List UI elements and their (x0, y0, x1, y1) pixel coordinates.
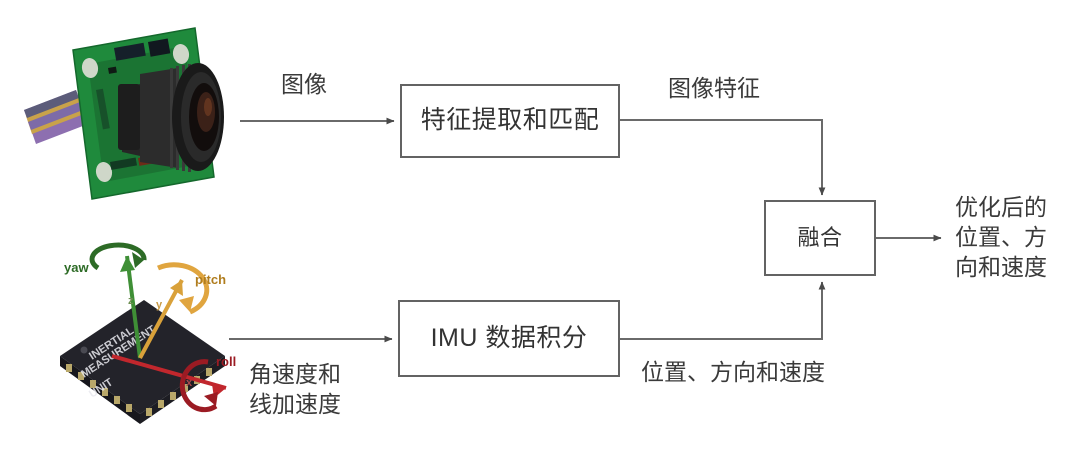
ribbon-cable-icon (24, 90, 88, 144)
edge-label-pose-velocity: 位置、方向和速度 (641, 359, 825, 385)
imu-axis-label-z: z (128, 295, 134, 307)
edge-label-imu-input: 角速度和 线加速度 (249, 361, 341, 417)
camera-module-image (18, 12, 233, 212)
edge-feature-to-fusion (620, 119, 826, 196)
process-box-imu-integration[interactable]: IMU 数据积分 (398, 300, 620, 377)
imu-axis-label-pitch: pitch (195, 272, 226, 287)
imu-axis-yaw-icon (89, 242, 147, 359)
edge-label-image: 图像 (281, 71, 327, 97)
imu-axis-label-roll: roll (216, 354, 236, 369)
imu-axis-label-y: y (156, 299, 163, 311)
process-box-feature-extraction[interactable]: 特征提取和匹配 (400, 84, 620, 158)
process-box-feature-extraction-label: 特征提取和匹配 (420, 106, 600, 135)
edge-integration-to-fusion (620, 281, 826, 340)
imu-axis-label-yaw: yaw (64, 260, 89, 275)
imu-axis-pitch-icon (138, 262, 210, 359)
camera-lens-icon (118, 63, 224, 172)
edge-label-optimized-output: 优化后的 位置、方 向和速度 (955, 194, 1047, 280)
imu-chip-image: INERTIAL MEASUREMENT UNIT yaw z (40, 238, 255, 438)
edge-label-image-features: 图像特征 (668, 75, 760, 101)
camera-module-svg (24, 27, 224, 200)
process-box-fusion-label: 融合 (797, 224, 843, 250)
process-box-fusion[interactable]: 融合 (764, 200, 876, 276)
imu-chip-svg: INERTIAL MEASUREMENT UNIT yaw z (60, 242, 236, 424)
imu-axis-roll-icon (111, 354, 227, 413)
imu-axis-label-x: x (186, 377, 193, 389)
process-box-imu-integration-label: IMU 数据积分 (430, 323, 588, 352)
